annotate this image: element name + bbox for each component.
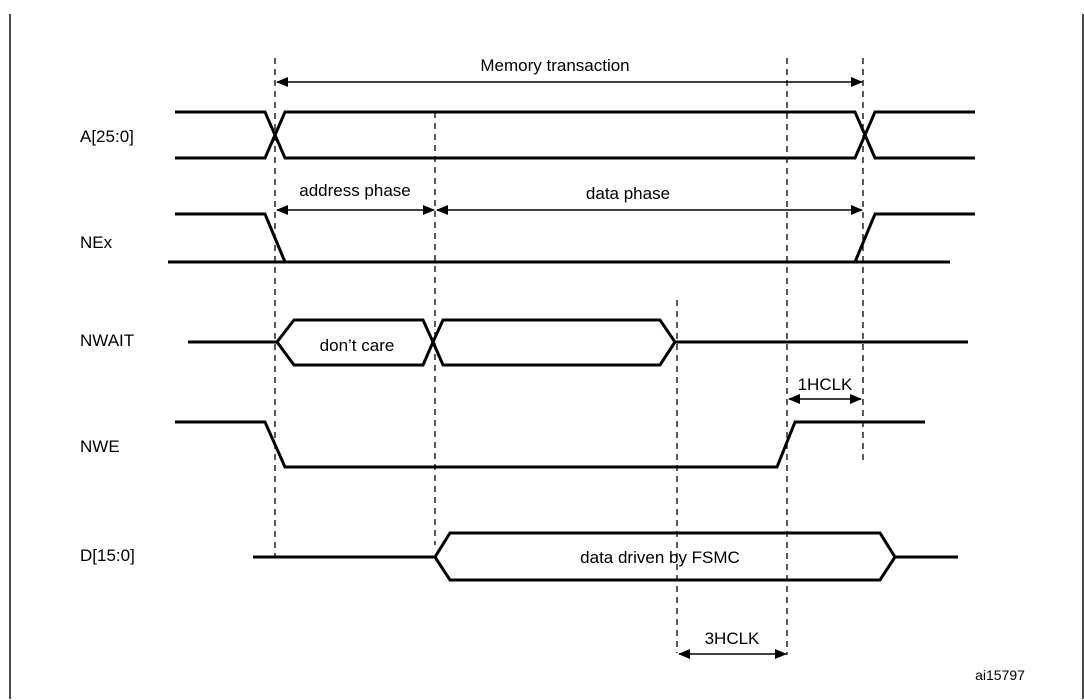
signal-label-write-enable: NWE bbox=[80, 437, 120, 456]
address-bus-waveform bbox=[175, 110, 975, 160]
timing-reference-lines bbox=[274, 58, 864, 655]
data-phase-label: data phase bbox=[586, 184, 670, 203]
data-bus-waveform bbox=[253, 531, 958, 582]
wait-waveform bbox=[188, 318, 968, 367]
chip-select-waveform bbox=[168, 212, 975, 264]
one-hclk-label: 1HCLK bbox=[798, 375, 853, 394]
three-hclk-label: 3HCLK bbox=[705, 629, 760, 648]
write-enable-waveform bbox=[175, 420, 925, 469]
memory-transaction-label: Memory transaction bbox=[480, 56, 629, 75]
data-driven-label: data driven by FSMC bbox=[580, 548, 740, 567]
dont-care-label: don’t care bbox=[320, 336, 395, 355]
figure-reference: ai15797 bbox=[975, 667, 1025, 683]
signal-label-chip-select: NEx bbox=[80, 233, 113, 252]
signal-label-wait: NWAIT bbox=[80, 331, 134, 350]
signal-label-data: D[15:0] bbox=[80, 546, 135, 565]
figure-frame bbox=[9, 14, 1084, 699]
signal-label-address: A[25:0] bbox=[80, 127, 134, 146]
address-phase-label: address phase bbox=[299, 181, 411, 200]
